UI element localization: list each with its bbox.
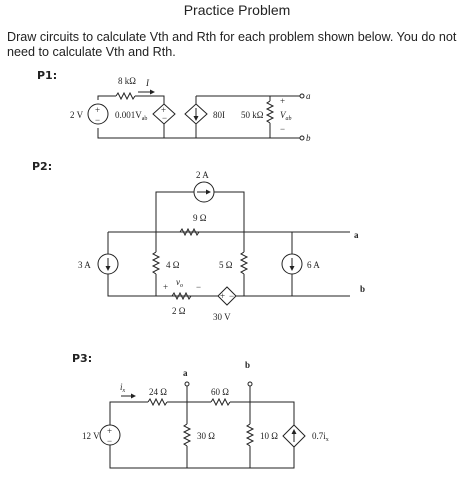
p3-r60-label: 60 Ω: [211, 387, 229, 397]
p2-r2-label: 2 Ω: [172, 306, 186, 316]
p3-r10-label: 10 Ω: [260, 431, 278, 441]
p1-vab-plus: +: [280, 96, 285, 106]
p3-voltage-source: [99, 424, 121, 446]
p1-term-b-label: b: [306, 133, 311, 143]
p1-resistor-8k: [115, 91, 136, 101]
p1-r-top-label: 8 kΩ: [118, 76, 136, 86]
page-title: Practice Problem: [183, 2, 291, 18]
p2-current-source-2a: [193, 181, 215, 203]
p1-resistor-50k: [265, 100, 275, 124]
p1-current-arrow-icon: [150, 89, 155, 95]
p1-label: P1:: [37, 69, 58, 82]
p2-circuit: +− 2 A 9 Ω 3 A 4 Ω 5 Ω 6 A + vo − 2 Ω 30…: [78, 170, 365, 322]
p3-label: P3:: [72, 352, 93, 365]
p2-r4-label: 4 Ω: [166, 260, 180, 270]
p2-isrc-top-label: 2 A: [196, 170, 209, 180]
p1-r-out-label: 50 kΩ: [241, 110, 264, 120]
p2-dependent-voltage-source: [217, 286, 237, 306]
p1-vab-label: V: [280, 110, 287, 120]
p1-circuit: +− +− 8 kΩ I 2 V 0.001Vab 80I 50 kΩ + Va…: [70, 76, 311, 143]
p2-r9-label: 9 Ω: [193, 213, 207, 223]
svg-text:0.001Vab: 0.001Vab: [115, 110, 147, 122]
p3-resistor-24: [147, 397, 168, 407]
p2-vo-plus: +: [163, 282, 168, 292]
p1-terminal-a: [299, 93, 305, 99]
p1-vab-minus: −: [280, 124, 285, 134]
p1-terminal-b: [299, 135, 305, 141]
p2-resistor-2: [171, 291, 192, 301]
p1-dependent-current-source: [184, 103, 208, 125]
p1-dep-i-label: 80I: [213, 110, 225, 120]
svg-text:−: −: [107, 436, 112, 446]
p1-current-label: I: [145, 78, 150, 88]
p3-dep-i-label: 0.7i: [312, 431, 326, 441]
p3-r30-label: 30 Ω: [197, 431, 215, 441]
p3-terminal-a: [184, 381, 190, 387]
p3-circuit: +− ix 24 Ω 60 Ω 12 V 30 Ω 10 Ω 0.7ix a b: [82, 360, 329, 469]
p3-resistor-30: [182, 423, 192, 447]
p3-vsrc-label: 12 V: [82, 431, 100, 441]
svg-text:+: +: [107, 426, 112, 436]
p3-ix-label: i: [120, 382, 123, 392]
p2-resistor-5: [239, 251, 249, 275]
svg-text:−: −: [162, 113, 167, 123]
svg-text:Vab: Vab: [280, 110, 292, 122]
p2-vo-label: v: [176, 277, 180, 287]
svg-text:−: −: [95, 115, 100, 125]
p3-resistor-10: [245, 423, 255, 447]
p2-term-a-label: a: [354, 230, 359, 240]
p3-r24-label: 24 Ω: [149, 387, 167, 397]
p2-label: P2:: [32, 160, 53, 173]
p2-isrc-right-label: 6 A: [307, 260, 320, 270]
p3-current-arrow-icon: [131, 393, 136, 399]
p1-term-a-label: a: [306, 91, 311, 101]
p3-resistor-60: [210, 397, 231, 407]
svg-text:+: +: [95, 105, 100, 115]
p2-term-b-label: b: [360, 284, 365, 294]
svg-text:ix: ix: [120, 382, 126, 394]
p3-term-a-label: a: [183, 368, 188, 378]
p2-isrc-left-label: 3 A: [78, 260, 91, 270]
p2-vo-minus: −: [196, 282, 201, 292]
svg-text:+: +: [220, 291, 225, 301]
svg-text:−: −: [229, 291, 234, 301]
p1-voltage-source: [87, 103, 109, 125]
p2-resistor-9: [179, 227, 200, 237]
p2-r5-label: 5 Ω: [219, 260, 233, 270]
p1-dependent-voltage-source: [152, 103, 176, 125]
svg-text:0.7ix: 0.7ix: [312, 431, 329, 443]
p2-resistor-4: [151, 251, 161, 275]
p3-term-b-label: b: [245, 360, 250, 370]
p3-terminal-b: [247, 381, 253, 387]
p1-dep-v-label: 0.001V: [115, 110, 142, 120]
svg-text:+: +: [161, 105, 166, 115]
p1-vsrc-label: 2 V: [70, 110, 84, 120]
svg-text:vo: vo: [176, 277, 183, 289]
p2-dep-v-label: 30 V: [213, 312, 231, 322]
instructions: Draw circuits to calculate Vth and Rth f…: [7, 30, 457, 59]
